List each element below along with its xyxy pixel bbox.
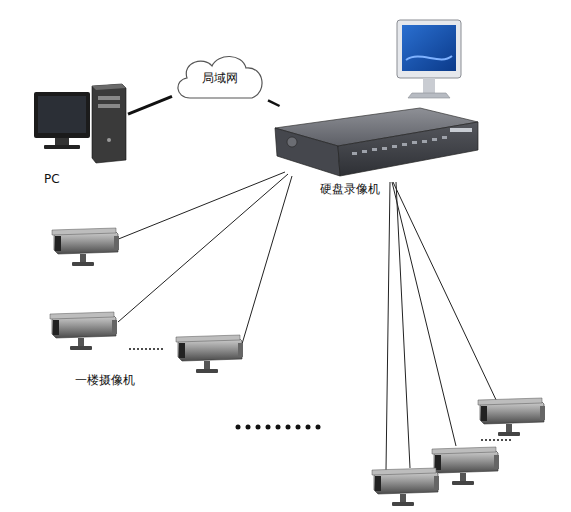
ellipsis-dots (129, 348, 511, 441)
node-label: PC (44, 172, 60, 186)
node-label: 硬盘录像机 (320, 181, 380, 198)
node-label: 局域网 (202, 70, 238, 87)
dvr-node: 硬盘录像机 (268, 106, 480, 198)
pc-illustration (34, 84, 126, 163)
monitor-illustration (397, 20, 461, 98)
cloud-shape (178, 56, 262, 98)
network-cable (268, 100, 280, 106)
pc-node: PC (30, 82, 128, 186)
camera-wires (116, 172, 498, 470)
network-cable (128, 96, 172, 114)
network-cloud: 局域网 (172, 50, 268, 104)
dvr-illustration (275, 108, 478, 176)
group-label: 一楼摄像机 (75, 372, 135, 389)
